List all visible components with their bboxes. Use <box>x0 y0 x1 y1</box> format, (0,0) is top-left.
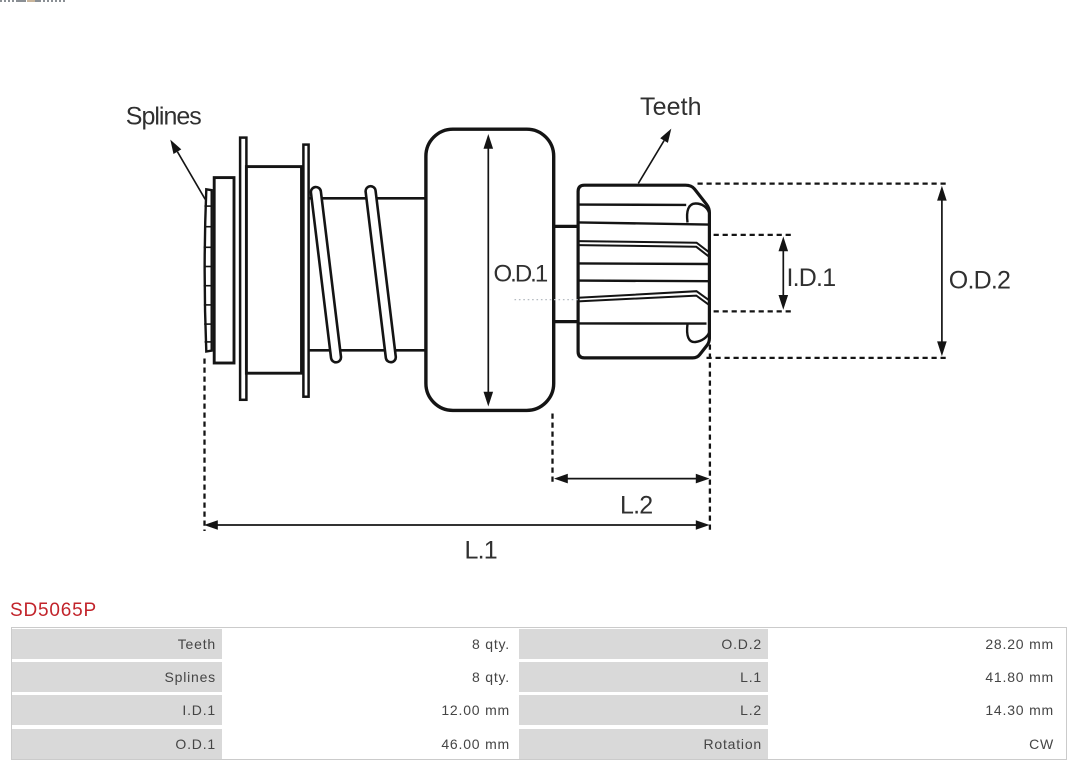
svg-text:Splines: Splines <box>126 102 201 130</box>
svg-text:L.2: L.2 <box>620 492 652 520</box>
svg-text:L.1: L.1 <box>465 537 497 565</box>
svg-text:Teeth: Teeth <box>640 93 702 121</box>
svg-text:O.D.2: O.D.2 <box>949 267 1010 295</box>
svg-text:O.D.1: O.D.1 <box>494 260 548 287</box>
svg-text:I.D.1: I.D.1 <box>787 264 836 292</box>
